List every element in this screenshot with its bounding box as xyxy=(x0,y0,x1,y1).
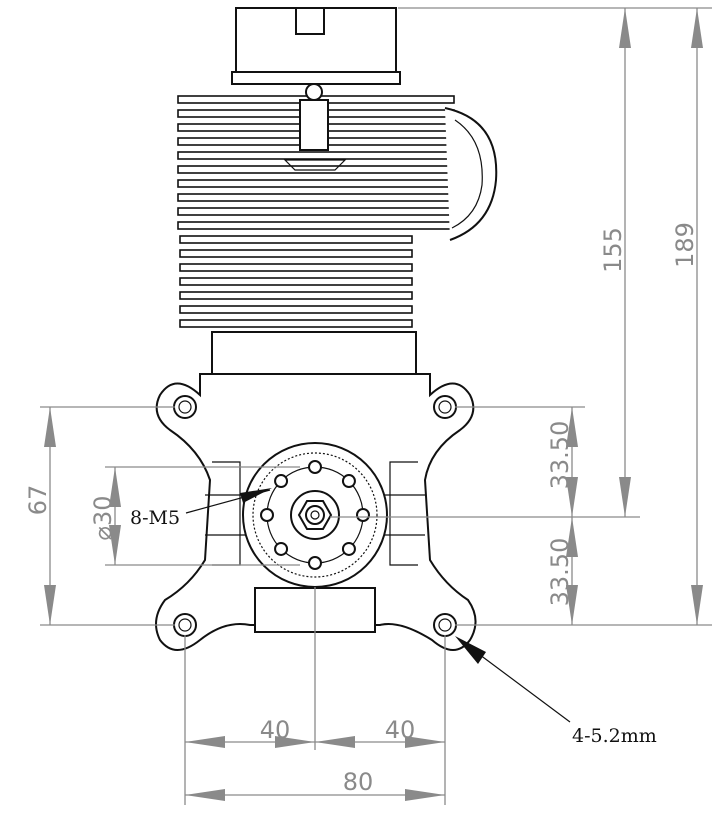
dim-33-50-lower: 33.50 xyxy=(546,538,574,607)
leader-arrow xyxy=(240,488,272,503)
mount-holes xyxy=(173,395,457,637)
flywheel-bolt-holes xyxy=(260,460,370,570)
bolt-hole xyxy=(356,508,370,522)
cooling-fin xyxy=(177,221,455,230)
dimension-labels: 155 189 33.50 33.50 67 ⌀30 40 40 80 xyxy=(24,222,699,796)
leader-arrow xyxy=(455,636,486,664)
cooling-fin xyxy=(179,305,413,314)
bolt-hole xyxy=(274,541,289,556)
bolt-hole xyxy=(308,460,322,474)
bolt-hole xyxy=(274,474,289,489)
dim-189: 189 xyxy=(671,222,699,268)
bolt-hole xyxy=(308,556,322,570)
note-8-m5: 8-M5 xyxy=(130,507,180,529)
bolt-hole xyxy=(341,541,356,556)
ignition-module xyxy=(444,107,498,241)
bolt-hole xyxy=(260,508,274,522)
dim-155: 155 xyxy=(599,227,627,273)
cooling-fin xyxy=(177,207,455,216)
cylinder-base xyxy=(211,331,417,375)
leader-notes: 8-M5 4-5.2mm xyxy=(130,488,657,747)
spark-plug xyxy=(283,83,347,171)
cooling-fin xyxy=(177,151,455,160)
dim-40-right: 40 xyxy=(385,716,416,744)
bolt-hole xyxy=(341,474,356,489)
dim-80: 80 xyxy=(343,768,374,796)
cooling-fin xyxy=(179,235,413,244)
cooling-fin xyxy=(179,249,413,258)
note-mount-holes: 4-5.2mm xyxy=(572,725,657,747)
engine-body xyxy=(155,7,498,651)
spark-plug-cap xyxy=(231,7,401,85)
cooling-fin xyxy=(179,277,413,286)
cooling-fin xyxy=(179,263,413,272)
flywheel xyxy=(242,442,388,588)
dim-diameter-30: ⌀30 xyxy=(89,496,117,541)
dim-33-50-upper: 33.50 xyxy=(546,421,574,490)
cooling-fin xyxy=(179,291,413,300)
cooling-fin xyxy=(179,319,413,328)
cooling-fin xyxy=(177,179,455,188)
dimension-lines xyxy=(40,7,712,805)
dim-67: 67 xyxy=(24,485,52,516)
cooling-fin xyxy=(177,193,455,202)
dim-40-left: 40 xyxy=(260,716,291,744)
